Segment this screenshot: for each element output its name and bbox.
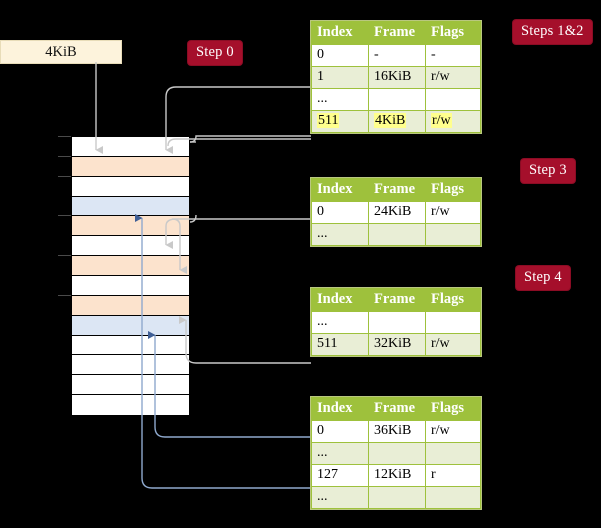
- table-cell: 511: [311, 333, 369, 356]
- table-cell: [368, 311, 426, 334]
- table-cell: r/w: [425, 201, 481, 224]
- table-header-flags: Flags: [425, 21, 481, 45]
- table-cell: ...: [311, 486, 369, 509]
- table-cell: r: [425, 464, 481, 487]
- table-cell: -: [368, 44, 426, 67]
- step-4-label: Step 4: [516, 266, 570, 290]
- table-header-frame: Frame: [368, 21, 426, 45]
- table-cell: [368, 486, 426, 509]
- memory-frame-row: [72, 137, 189, 157]
- table-row: ...: [311, 223, 481, 246]
- table-header-index: Index: [311, 21, 369, 45]
- physical-memory-column: [71, 136, 190, 415]
- table-cell: [368, 442, 426, 465]
- memory-frame-row: [72, 395, 189, 415]
- table-header-flags: Flags: [425, 288, 481, 312]
- memory-frame-row: [72, 315, 189, 336]
- table-header-frame: Frame: [368, 397, 426, 421]
- table-cell: 24KiB: [368, 201, 426, 224]
- table-header-frame: Frame: [368, 178, 426, 202]
- table-header-index: Index: [311, 178, 369, 202]
- table-cell: [368, 223, 426, 246]
- table-cell: 32KiB: [368, 333, 426, 356]
- highlighted-value: 511: [317, 113, 340, 128]
- table-row: 511 4KiB r/w: [311, 110, 481, 133]
- table-cell: r/w: [425, 333, 481, 356]
- table-cell: ...: [311, 442, 369, 465]
- memory-frame-row: [72, 355, 189, 376]
- table-header-index: Index: [311, 288, 369, 312]
- table-header-index: Index: [311, 397, 369, 421]
- table-cell: ...: [311, 223, 369, 246]
- table-cell: [425, 223, 481, 246]
- virtual-page-label: 4KiB: [45, 43, 77, 60]
- table-cell: 511: [311, 110, 369, 133]
- table-cell: [425, 486, 481, 509]
- table-cell: [425, 311, 481, 334]
- memory-frame-row: [72, 196, 189, 217]
- table-row: ...: [311, 88, 481, 111]
- memory-row-tick: [58, 294, 71, 296]
- memory-frame-row: [72, 216, 189, 237]
- table-header-frame: Frame: [368, 288, 426, 312]
- table-cell: [425, 442, 481, 465]
- table-cell: 0: [311, 44, 369, 67]
- memory-row-tick: [58, 255, 71, 257]
- table-cell: r/w: [425, 66, 481, 89]
- highlighted-value: 4KiB: [374, 113, 407, 128]
- table-cell: -: [425, 44, 481, 67]
- table-cell: 0: [311, 201, 369, 224]
- table-row: 0--: [311, 44, 481, 67]
- memory-frame-row: [72, 276, 189, 296]
- step-3-label: Step 3: [521, 159, 575, 183]
- table-cell: 0: [311, 420, 369, 443]
- step-0-label: Step 0: [188, 41, 242, 65]
- memory-frame-row: [72, 335, 189, 356]
- memory-row-tick: [58, 155, 71, 157]
- table-cell: 127: [311, 464, 369, 487]
- table-row: ...: [311, 486, 481, 509]
- memory-frame-row: [72, 156, 189, 177]
- steps-1-2-label: Steps 1&2: [513, 20, 592, 44]
- table-cell: r/w: [425, 420, 481, 443]
- table-header-flags: Flags: [425, 178, 481, 202]
- memory-frame-row: [72, 236, 189, 257]
- virtual-page-box: 4KiB: [0, 40, 122, 64]
- table-cell: ...: [311, 311, 369, 334]
- table-row: ...: [311, 442, 481, 465]
- table-header-flags: Flags: [425, 397, 481, 421]
- table-cell: 16KiB: [368, 66, 426, 89]
- table-cell: [368, 88, 426, 111]
- table-cell: r/w: [425, 110, 481, 133]
- table-cell: ...: [311, 88, 369, 111]
- highlighted-value: r/w: [431, 113, 452, 128]
- table-cell: 4KiB: [368, 110, 426, 133]
- memory-frame-row: [72, 295, 189, 316]
- memory-frame-row: [72, 176, 189, 197]
- table-cell: 36KiB: [368, 420, 426, 443]
- memory-row-tick: [58, 136, 71, 137]
- table-cell: [425, 88, 481, 111]
- memory-row-tick: [58, 175, 71, 177]
- memory-row-tick: [58, 215, 71, 217]
- memory-frame-row: [72, 256, 189, 276]
- memory-frame-row: [72, 375, 189, 396]
- table-row: ...: [311, 311, 481, 334]
- table-cell: 1: [311, 66, 369, 89]
- table-cell: 12KiB: [368, 464, 426, 487]
